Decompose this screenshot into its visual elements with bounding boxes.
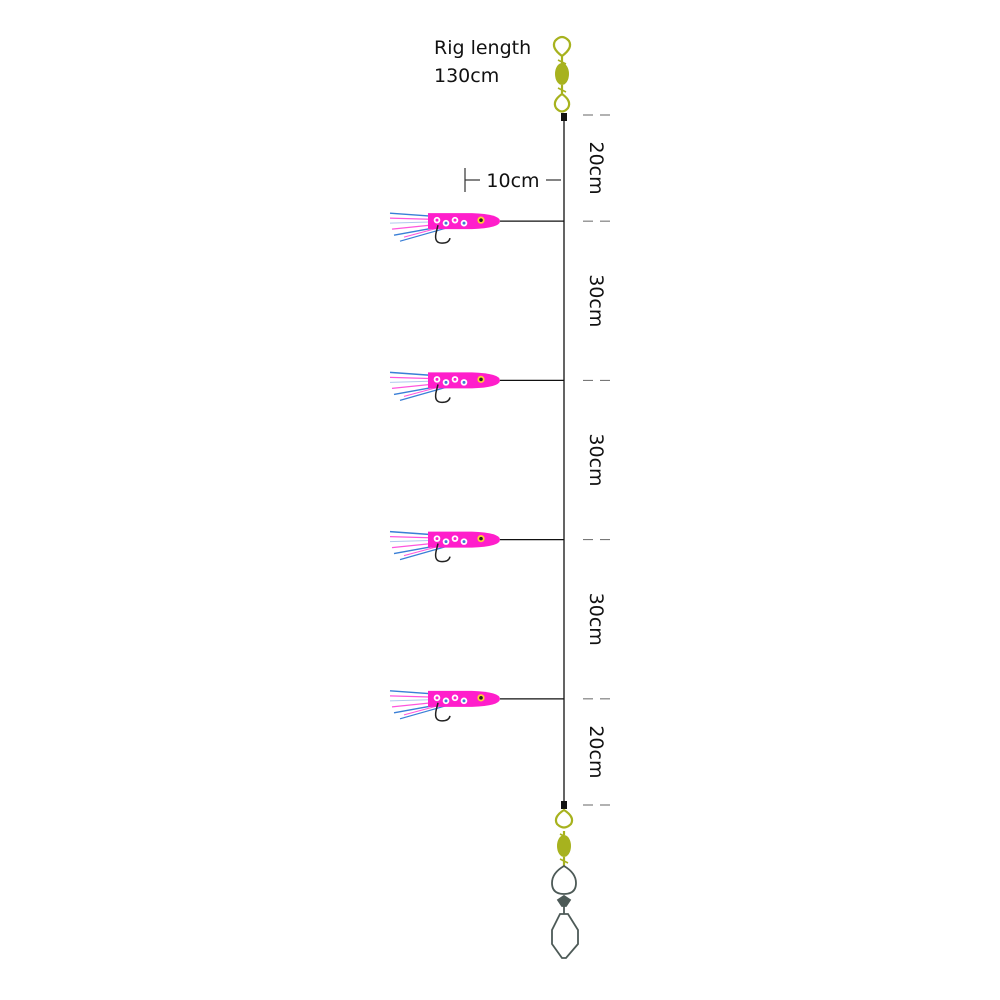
lure-body — [389, 530, 501, 563]
segment-length-label: 30cm — [585, 274, 607, 327]
lure-body — [389, 371, 501, 404]
snood-dimension: 10cm — [464, 168, 561, 192]
segment-length-label: 20cm — [585, 142, 607, 195]
lure-group — [389, 212, 564, 722]
segment-labels: 20cm 30cm 30cm 30cm 20cm — [585, 142, 607, 779]
segment-length-label: 30cm — [585, 593, 607, 646]
segment-length-label: 20cm — [585, 725, 607, 778]
snood-length-label: 10cm — [486, 170, 539, 192]
swivel-icon — [552, 35, 572, 113]
snap-clip-icon — [551, 864, 579, 959]
swivel-icon — [554, 808, 574, 866]
segment-length-label: 30cm — [585, 433, 607, 486]
crimp-bottom — [561, 801, 567, 809]
lure-icon — [389, 371, 564, 404]
rig-length-caption: Rig length 130cm — [434, 34, 531, 90]
lure-body — [389, 212, 501, 244]
dimension-markers — [583, 114, 610, 806]
lure-body — [389, 690, 501, 722]
rig-length-label: Rig length — [434, 37, 532, 59]
lure-icon — [389, 530, 564, 563]
lure-icon — [389, 690, 564, 722]
crimp-top — [561, 113, 567, 121]
rig-length-value: 130cm — [434, 65, 500, 87]
lure-icon — [389, 212, 564, 244]
